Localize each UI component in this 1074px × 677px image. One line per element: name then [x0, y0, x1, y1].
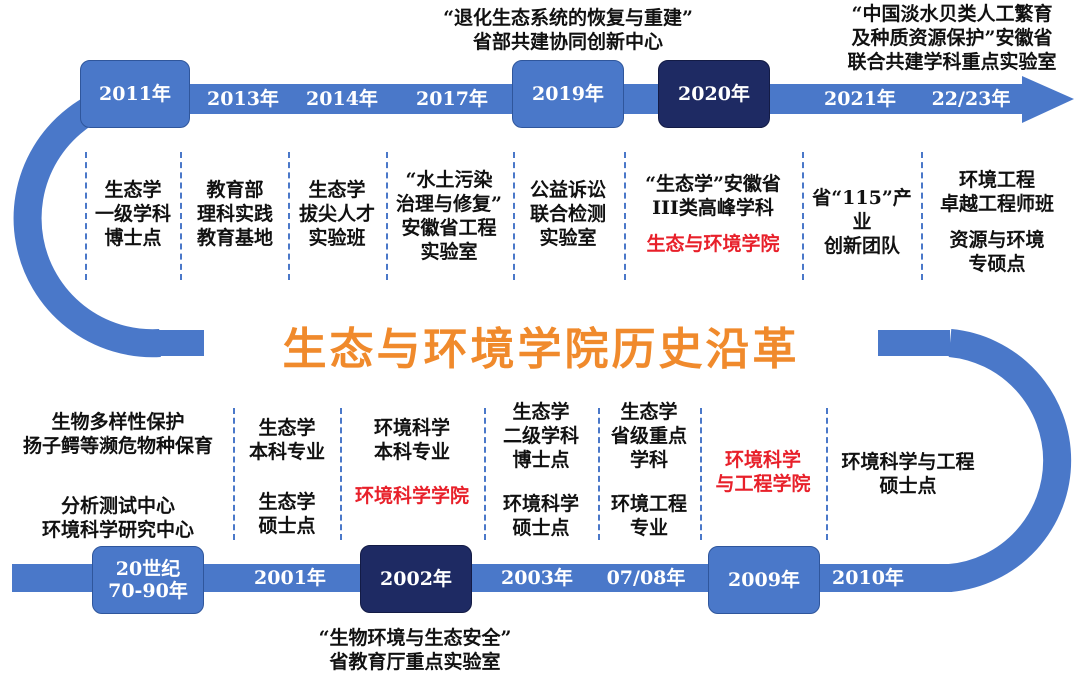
year-label-2001: 2001年 [254, 567, 326, 589]
event-2002-a: 环境科学 本科专业 [373, 417, 450, 463]
event-2020: “生态学”安徽省 III类高峰学科 [645, 173, 781, 219]
divider [340, 408, 342, 540]
right-mid-bar [878, 330, 950, 356]
right-curve-connector [948, 329, 1072, 592]
event-2003-a: 生态学 二级学科 博士点 [502, 401, 579, 471]
event-2223-a: 环境工程 卓越工程师班 [939, 169, 1054, 215]
divider [826, 408, 828, 540]
event-2001-b: 生态学 硕士点 [258, 491, 316, 537]
year-label-2021: 2021年 [824, 88, 896, 110]
callout-2223: “中国淡水贝类人工繁育 及种质资源保护”安徽省 联合共建学科重点实验室 [847, 3, 1057, 73]
left-mid-bar [152, 330, 204, 356]
left-curve-connector [13, 85, 161, 358]
year-label-2013: 2013年 [207, 88, 279, 110]
timeline-arrow-head [1022, 76, 1074, 123]
year-box-2019: 2019年 [512, 60, 624, 128]
event-2013: 教育部 理科实践 教育基地 [196, 179, 273, 249]
event-2020-college: 生态与环境学院 [646, 233, 780, 255]
divider [288, 152, 290, 280]
event-2017: “水土污染 治理与修复” 安徽省工程 实验室 [396, 169, 502, 263]
divider [598, 408, 600, 540]
event-2019: 公益诉讼 联合检测 实验室 [529, 179, 606, 249]
year-box-2020: 2020年 [658, 60, 770, 128]
divider [700, 408, 702, 540]
year-label-2002: 2002年 [380, 568, 452, 590]
event-0708-a: 生态学 省级重点 学科 [610, 401, 687, 471]
event-2002-college: 环境科学学院 [354, 485, 469, 507]
event-2001-a: 生态学 本科专业 [248, 417, 325, 463]
year-box-2009: 2009年 [708, 546, 820, 614]
year-label-2009: 2009年 [728, 569, 800, 591]
divider [386, 152, 388, 280]
divider [513, 152, 515, 280]
year-label-2014: 2014年 [306, 88, 378, 110]
year-box-20th-century: 20世纪 70-90年 [92, 546, 204, 614]
year-label-2223: 22/23年 [931, 88, 1011, 110]
year-label-2019: 2019年 [532, 83, 604, 105]
divider [85, 152, 87, 280]
event-20c-b: 分析测试中心 环境科学研究中心 [41, 495, 194, 541]
page-title: 生态与环境学院历史沿革 [282, 324, 800, 375]
year-label-2017: 2017年 [416, 88, 488, 110]
divider [624, 152, 626, 280]
divider [484, 408, 486, 540]
title-banner: 生态与环境学院历史沿革 [205, 313, 877, 377]
year-box-2002: 2002年 [360, 545, 472, 613]
event-2223-b: 资源与环境 专硕点 [949, 229, 1045, 275]
event-2003-b: 环境科学 硕士点 [502, 493, 579, 539]
year-label-20th-century: 20世纪 70-90年 [108, 558, 188, 602]
year-label-0708: 07/08年 [606, 567, 686, 589]
divider [180, 152, 182, 280]
year-label-2011: 2011年 [99, 83, 171, 105]
year-box-2011: 2011年 [80, 60, 190, 128]
event-2009-college: 环境科学 与工程学院 [715, 449, 811, 495]
divider [802, 152, 804, 280]
event-2011: 生态学 一级学科 博士点 [94, 179, 171, 249]
event-0708-b: 环境工程 专业 [610, 493, 687, 539]
divider [921, 152, 923, 280]
year-label-2020: 2020年 [678, 83, 750, 105]
event-20c-a: 生物多样性保护 扬子鳄等濒危物种保育 [22, 411, 213, 457]
callout-2002: “生物环境与生态安全” 省教育厅重点实验室 [318, 627, 512, 673]
event-2014: 生态学 拔尖人才 实验班 [298, 179, 375, 249]
year-label-2010: 2010年 [832, 567, 904, 589]
divider [233, 408, 235, 540]
callout-2019: “退化生态系统的恢复与重建” 省部共建协同创新中心 [443, 7, 693, 53]
event-2021: 省“115”产业 创新团队 [812, 187, 912, 257]
year-label-2003: 2003年 [501, 567, 573, 589]
event-2010: 环境科学与工程 硕士点 [841, 451, 975, 497]
